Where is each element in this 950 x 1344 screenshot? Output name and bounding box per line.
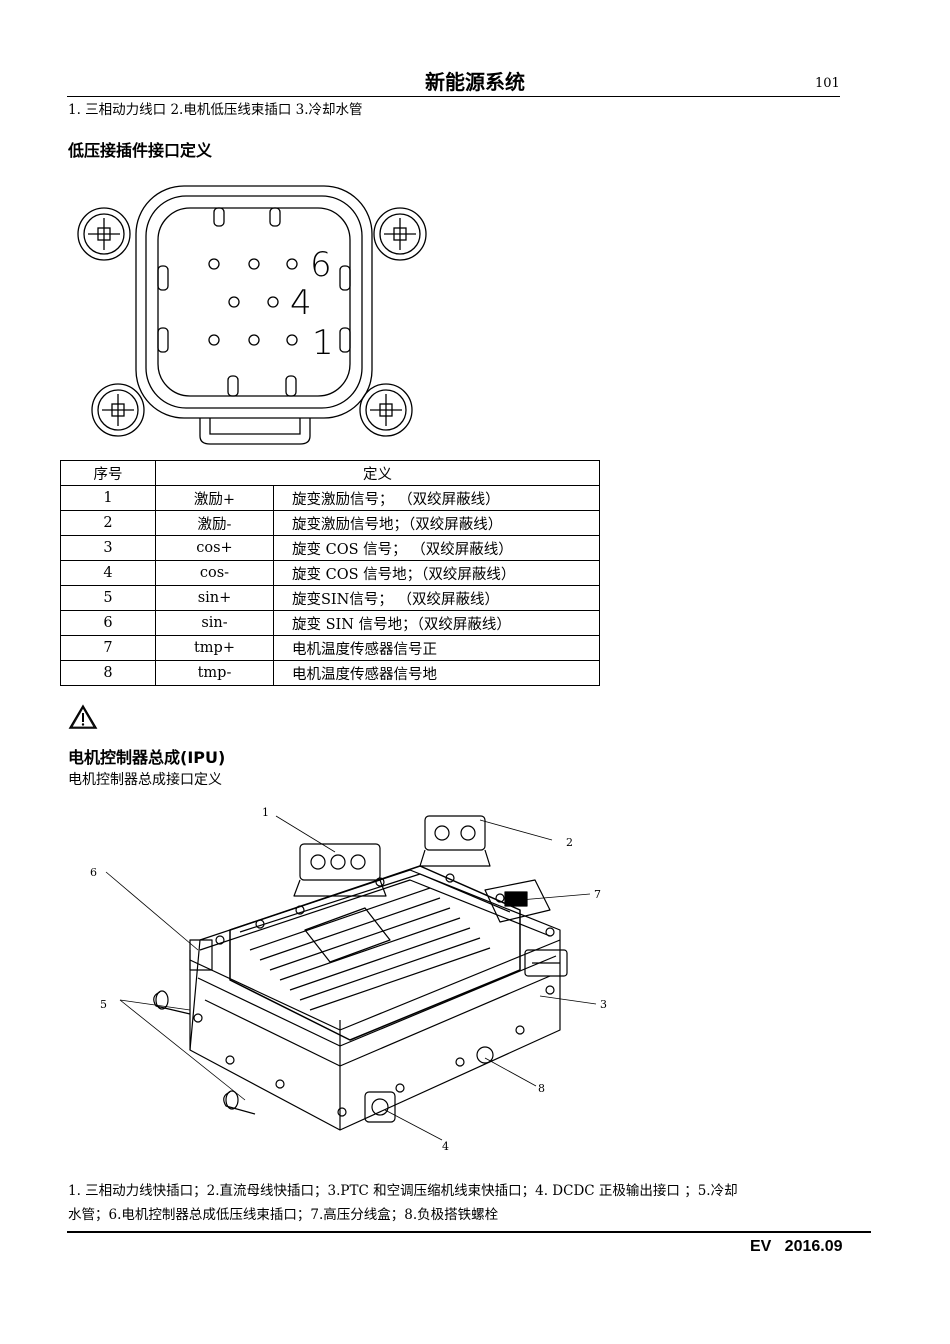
pin-description: 旋变激励信号； （双绞屏蔽线）	[273, 485, 600, 511]
callout-3: 3	[600, 998, 607, 1011]
mounting-ear-top-right	[373, 207, 427, 261]
pin-signal: tmp+	[155, 635, 274, 661]
pin-signal: cos+	[155, 535, 274, 561]
pin-label-4: 4	[290, 283, 312, 323]
pin-description: 旋变 COS 信号； （双绞屏蔽线）	[273, 535, 600, 561]
pin-no: 2	[60, 510, 156, 536]
callout-8: 8	[538, 1082, 545, 1095]
page-number: 101	[815, 76, 840, 91]
table-header-no: 序号	[60, 460, 156, 486]
callout-1: 1	[262, 806, 269, 819]
page-header-title: 新能源系统	[425, 70, 525, 94]
pin-label-1: 1	[312, 323, 334, 363]
pin-signal: sin+	[155, 585, 274, 611]
footer-rule	[67, 1231, 871, 1233]
pin-description: 旋变 SIN 信号地；（双绞屏蔽线）	[273, 610, 600, 636]
pin-description: 旋变SIN信号； （双绞屏蔽线）	[273, 585, 600, 611]
pin-label-6: 6	[310, 245, 332, 285]
callout-7: 7	[594, 888, 601, 901]
ipu-subheading: 电机控制器总成接口定义	[68, 772, 222, 788]
bottom-caption-line2: 水管；6.电机控制器总成低压线束插口；7.高压分线盒；8.负极搭铁螺栓	[68, 1207, 499, 1223]
ipu-diagram: 1 2 3 4 5 6 7 8	[90, 806, 607, 1153]
callout-4: 4	[442, 1140, 449, 1153]
header-rule	[67, 96, 840, 97]
connector-diagram: 6 4 1	[77, 185, 427, 445]
mounting-ear-bottom-right	[359, 383, 413, 437]
pin-description: 电机温度传感器信号地	[273, 660, 600, 686]
pin-description: 旋变激励信号地；（双绞屏蔽线）	[273, 510, 600, 536]
bottom-caption-line1: 1. 三相动力线快插口；2.直流母线快插口；3.PTC 和空调压缩机线束快插口；…	[68, 1183, 738, 1199]
pin-no: 6	[60, 610, 156, 636]
pin-no: 1	[60, 485, 156, 511]
callout-2: 2	[566, 836, 573, 849]
pin-no: 7	[60, 635, 156, 661]
pin-no: 8	[60, 660, 156, 686]
connector-heading: 低压接插件接口定义	[68, 141, 213, 160]
pin-signal: sin-	[155, 610, 274, 636]
footer-text: EV 2016.09	[750, 1238, 843, 1255]
warning-triangle-icon	[68, 704, 98, 729]
mounting-ear-top-left	[77, 207, 131, 261]
top-caption: 1. 三相动力线口 2.电机低压线束插口 3.冷却水管	[68, 102, 363, 118]
pin-no: 5	[60, 585, 156, 611]
pin-signal: 激励-	[155, 510, 274, 536]
pin-description: 电机温度传感器信号正	[273, 635, 600, 661]
table-header-row: 序号 定义	[60, 460, 600, 486]
mounting-ear-bottom-left	[91, 383, 145, 437]
pin-signal: cos-	[155, 560, 274, 586]
ipu-heading: 电机控制器总成(IPU)	[68, 748, 226, 767]
pin-description: 旋变 COS 信号地；（双绞屏蔽线）	[273, 560, 600, 586]
callout-6: 6	[90, 866, 97, 879]
table-header-definition: 定义	[155, 460, 600, 486]
pin-no: 3	[60, 535, 156, 561]
pin-no: 4	[60, 560, 156, 586]
callout-5: 5	[100, 998, 107, 1011]
pin-signal: 激励+	[155, 485, 274, 511]
pin-signal: tmp-	[155, 660, 274, 686]
